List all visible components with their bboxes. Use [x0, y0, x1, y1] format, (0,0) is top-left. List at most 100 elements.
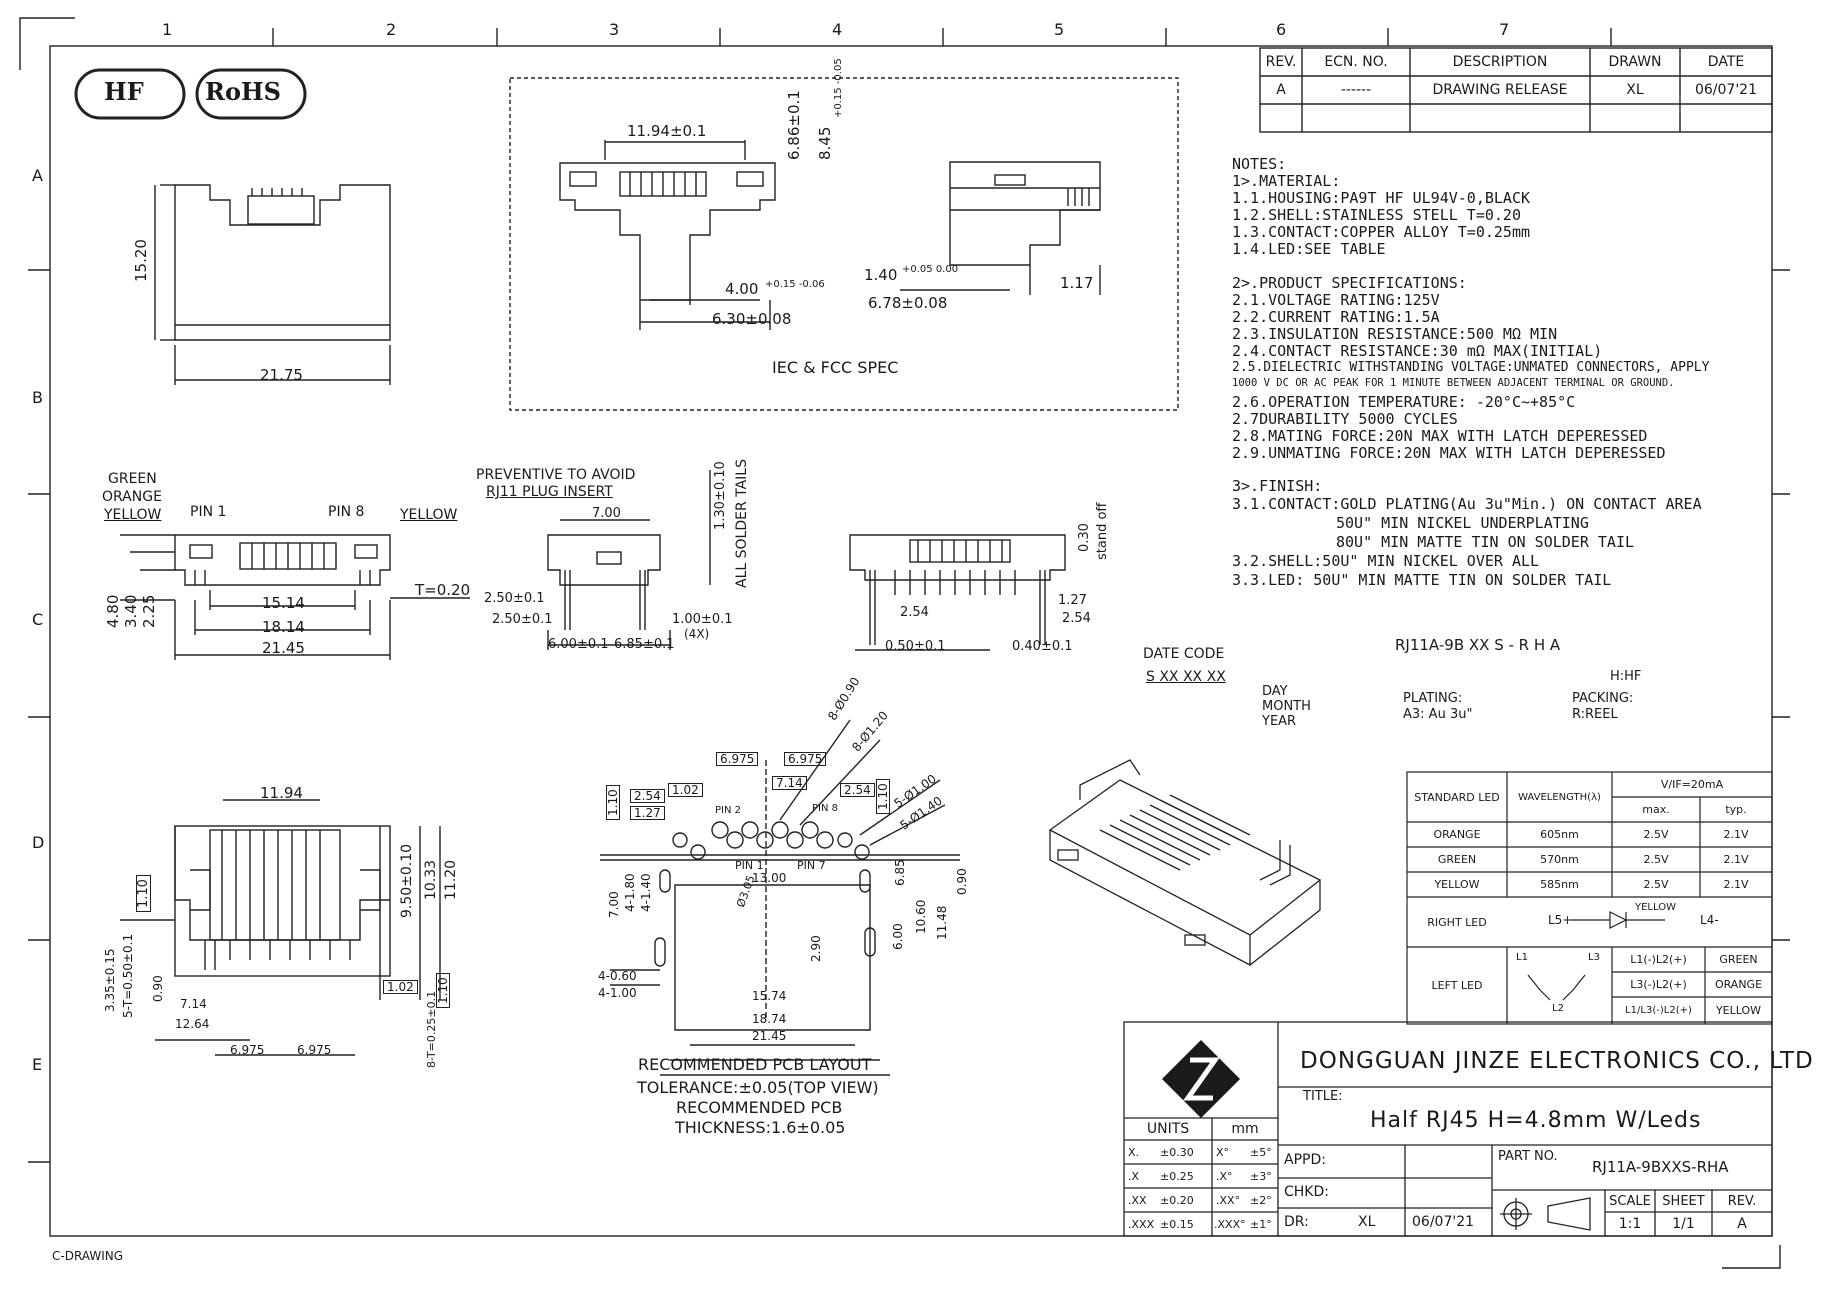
dim-front-width: 21.75 — [260, 366, 303, 384]
label-pin1: PIN 1 — [190, 504, 227, 520]
led-row-wavelength: 585nm — [1540, 878, 1579, 891]
dim-bottom-m: 1.10 — [436, 973, 450, 1008]
led-right-yellow: YELLOW — [1635, 902, 1676, 913]
led-header-wavelength: WAVELENGTH(λ) — [1518, 791, 1601, 803]
date-code-year: YEAR — [1262, 714, 1297, 729]
date-code-format: S XX XX XX — [1146, 669, 1226, 685]
tol-value: ±0.30 — [1160, 1146, 1194, 1159]
dim-iec-opening: 6.30±0.08 — [712, 310, 792, 328]
note-line: 2.8.MATING FORCE:20N MAX WITH LATCH DEPE… — [1232, 427, 1648, 445]
dim-iec-height: 8.45 — [816, 126, 834, 160]
note-line: 50U" MIN NICKEL UNDERPLATING — [1336, 514, 1589, 532]
dim-bottom-l: 1.02 — [383, 980, 418, 994]
dim-pcb-q: 4-1.80 — [623, 873, 637, 912]
footer-label: C-DRAWING — [52, 1249, 124, 1263]
led-row-color: ORANGE — [1433, 828, 1481, 841]
note-line: 1>.MATERIAL: — [1232, 172, 1341, 190]
label-yellow-left: YELLOW — [104, 507, 162, 523]
note-line: 3.2.SHELL:50U" MIN NICKEL OVER ALL — [1232, 552, 1540, 570]
tol-angle-key: .XXX° — [1214, 1218, 1246, 1231]
drawing-frame — [49, 45, 1773, 1237]
dim-plug-height: 1.30±0.10 — [713, 461, 728, 530]
dim-pcb-x: 0.90 — [955, 868, 969, 895]
note-line: 2>.PRODUCT SPECIFICATIONS: — [1232, 274, 1467, 292]
part-code-reel: R:REEL — [1572, 707, 1618, 722]
side-view — [120, 534, 470, 660]
dim-side-h3: 2.25 — [140, 594, 158, 628]
rev-header-ecn: ECN. NO. — [1324, 54, 1388, 70]
dr-name: XL — [1358, 1214, 1376, 1230]
rohs-logo-text: RoHS — [205, 77, 281, 106]
led-row-color: GREEN — [1437, 853, 1477, 866]
dim-side-outer: 21.45 — [262, 639, 305, 657]
note-line: 1000 V DC OR AC PEAK FOR 1 MINUTE BETWEE… — [1232, 377, 1675, 389]
grid-row-d: D — [32, 833, 45, 852]
rev-label: REV. — [1727, 1193, 1757, 1209]
led-header-max: max. — [1642, 803, 1670, 816]
dim-iec-depth: 6.86±0.1 — [785, 90, 803, 160]
dim-pcb-u: 6.00 — [891, 923, 905, 950]
dim-side-mid: 18.14 — [262, 618, 305, 636]
hf-logo — [74, 68, 186, 120]
tol-key: .XXX — [1128, 1218, 1155, 1231]
dim-pcb-p: 7.00 — [607, 891, 621, 918]
plug-note-1: PREVENTIVE TO AVOID — [476, 467, 636, 483]
dim-rear-pitch-2: 2.54 — [1062, 611, 1091, 626]
dim-pcb-n: 13.00 — [752, 871, 787, 885]
dim-iec-side: 6.78±0.08 — [868, 294, 948, 312]
dim-plug-width: 7.00 — [592, 506, 621, 521]
title-block-grid — [1123, 1021, 1773, 1237]
led-row-max: 2.5V — [1643, 878, 1669, 891]
tol-value: ±0.20 — [1160, 1194, 1194, 1207]
dim-pcb-b: 6.975 — [784, 752, 827, 766]
note-line: NOTES: — [1232, 155, 1287, 173]
dim-bottom-n: 8-T=0.25±0.1 — [425, 990, 438, 1068]
note-line: 3>.FINISH: — [1232, 477, 1323, 495]
dim-plug-c-count: (4X) — [684, 627, 710, 641]
note-line: 3.1.CONTACT:GOLD PLATING(Au 3u"Min.) ON … — [1232, 495, 1702, 513]
iec-side-view — [900, 161, 1101, 295]
led-row-max: 2.5V — [1643, 828, 1669, 841]
dim-bottom-k: 6.975 — [297, 1043, 332, 1057]
note-line: 2.7DURABILITY 5000 CYCLES — [1232, 410, 1458, 428]
grid-row-b: B — [32, 388, 43, 407]
led-left-l2: L2 — [1552, 1003, 1564, 1014]
dim-pcb-k: 1.10 — [876, 779, 890, 814]
grid-col-3: 3 — [609, 20, 620, 39]
led-row-wavelength: 570nm — [1540, 853, 1579, 866]
dim-iec-slot: 4.00 — [725, 280, 759, 298]
dim-bottom-a: 9.50±0.10 — [399, 843, 415, 918]
dim-bottom-d: 1.10 — [136, 875, 151, 912]
tol-angle-value: ±5° — [1250, 1146, 1272, 1159]
led-left-color: YELLOW — [1715, 1004, 1762, 1017]
tol-value: ±0.25 — [1160, 1170, 1194, 1183]
units-value: mm — [1231, 1121, 1259, 1137]
company-name: DONGGUAN JINZE ELECTRONICS CO., LTD — [1300, 1048, 1814, 1074]
dim-iec-slot-tol: +0.15 -0.06 — [765, 279, 825, 290]
led-table-grid — [1406, 771, 1773, 1025]
dim-side-h2: 3.40 — [122, 594, 140, 628]
dim-pcb-a: 6.975 — [716, 752, 759, 766]
dim-bottom-b: 10.33 — [423, 859, 439, 900]
tol-angle-value: ±1° — [1250, 1218, 1272, 1231]
label-pcb-pin8: PIN 8 — [812, 803, 839, 814]
dim-iec-width: 11.94±0.1 — [627, 122, 707, 140]
pcb-caption-3: RECOMMENDED PCB — [676, 1098, 843, 1117]
led-header-standard: STANDARD LED — [1414, 790, 1500, 804]
label-stand-off: stand off — [1095, 502, 1110, 560]
led-row-wavelength: 605nm — [1540, 828, 1579, 841]
note-line: 2.4.CONTACT RESISTANCE:30 mΩ MAX(INITIAL… — [1232, 342, 1603, 360]
hf-logo-text: HF — [104, 77, 144, 106]
dim-pcb-mid: 18.74 — [752, 1012, 787, 1026]
note-line: 2.2.CURRENT RATING:1.5A — [1232, 308, 1440, 326]
tol-angle-value: ±2° — [1250, 1194, 1272, 1207]
scale-value: 1:1 — [1618, 1216, 1642, 1232]
led-row-max: 2.5V — [1643, 853, 1669, 866]
dim-rear-pitch: 2.54 — [900, 605, 929, 620]
tol-key: .XX — [1128, 1194, 1147, 1207]
units-label: UNITS — [1146, 1121, 1190, 1137]
dim-pcb-r: 4-1.40 — [639, 873, 653, 912]
led-row-typ: 2.1V — [1723, 878, 1749, 891]
grid-row-a: A — [32, 166, 43, 185]
